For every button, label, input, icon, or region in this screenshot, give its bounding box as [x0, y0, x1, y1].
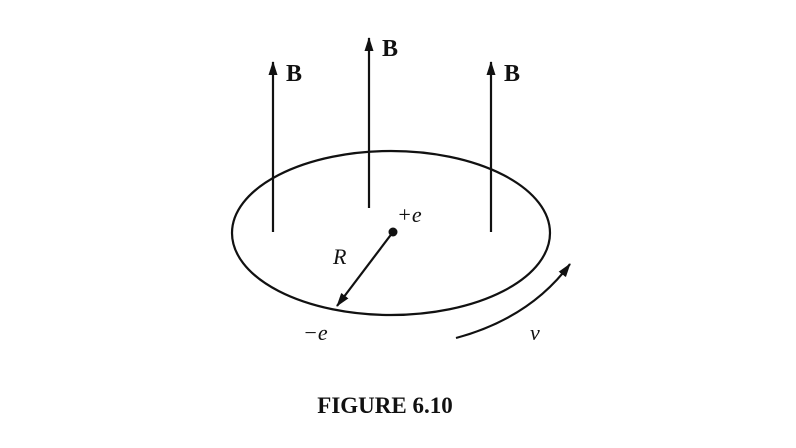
negative-charge-label: −e: [303, 320, 328, 345]
positive-charge-label: +e: [397, 202, 422, 227]
field-label-left: B: [286, 61, 302, 87]
figure-caption: FIGURE 6.10: [317, 393, 452, 418]
velocity-label: v: [530, 320, 540, 345]
radius-arrow: [336, 231, 394, 307]
velocity-arrow: [455, 263, 571, 340]
field-label-right: B: [504, 61, 520, 87]
orbit-ellipse: [230, 149, 552, 317]
field-label-middle: B: [382, 36, 398, 62]
radius-label: R: [332, 244, 347, 269]
